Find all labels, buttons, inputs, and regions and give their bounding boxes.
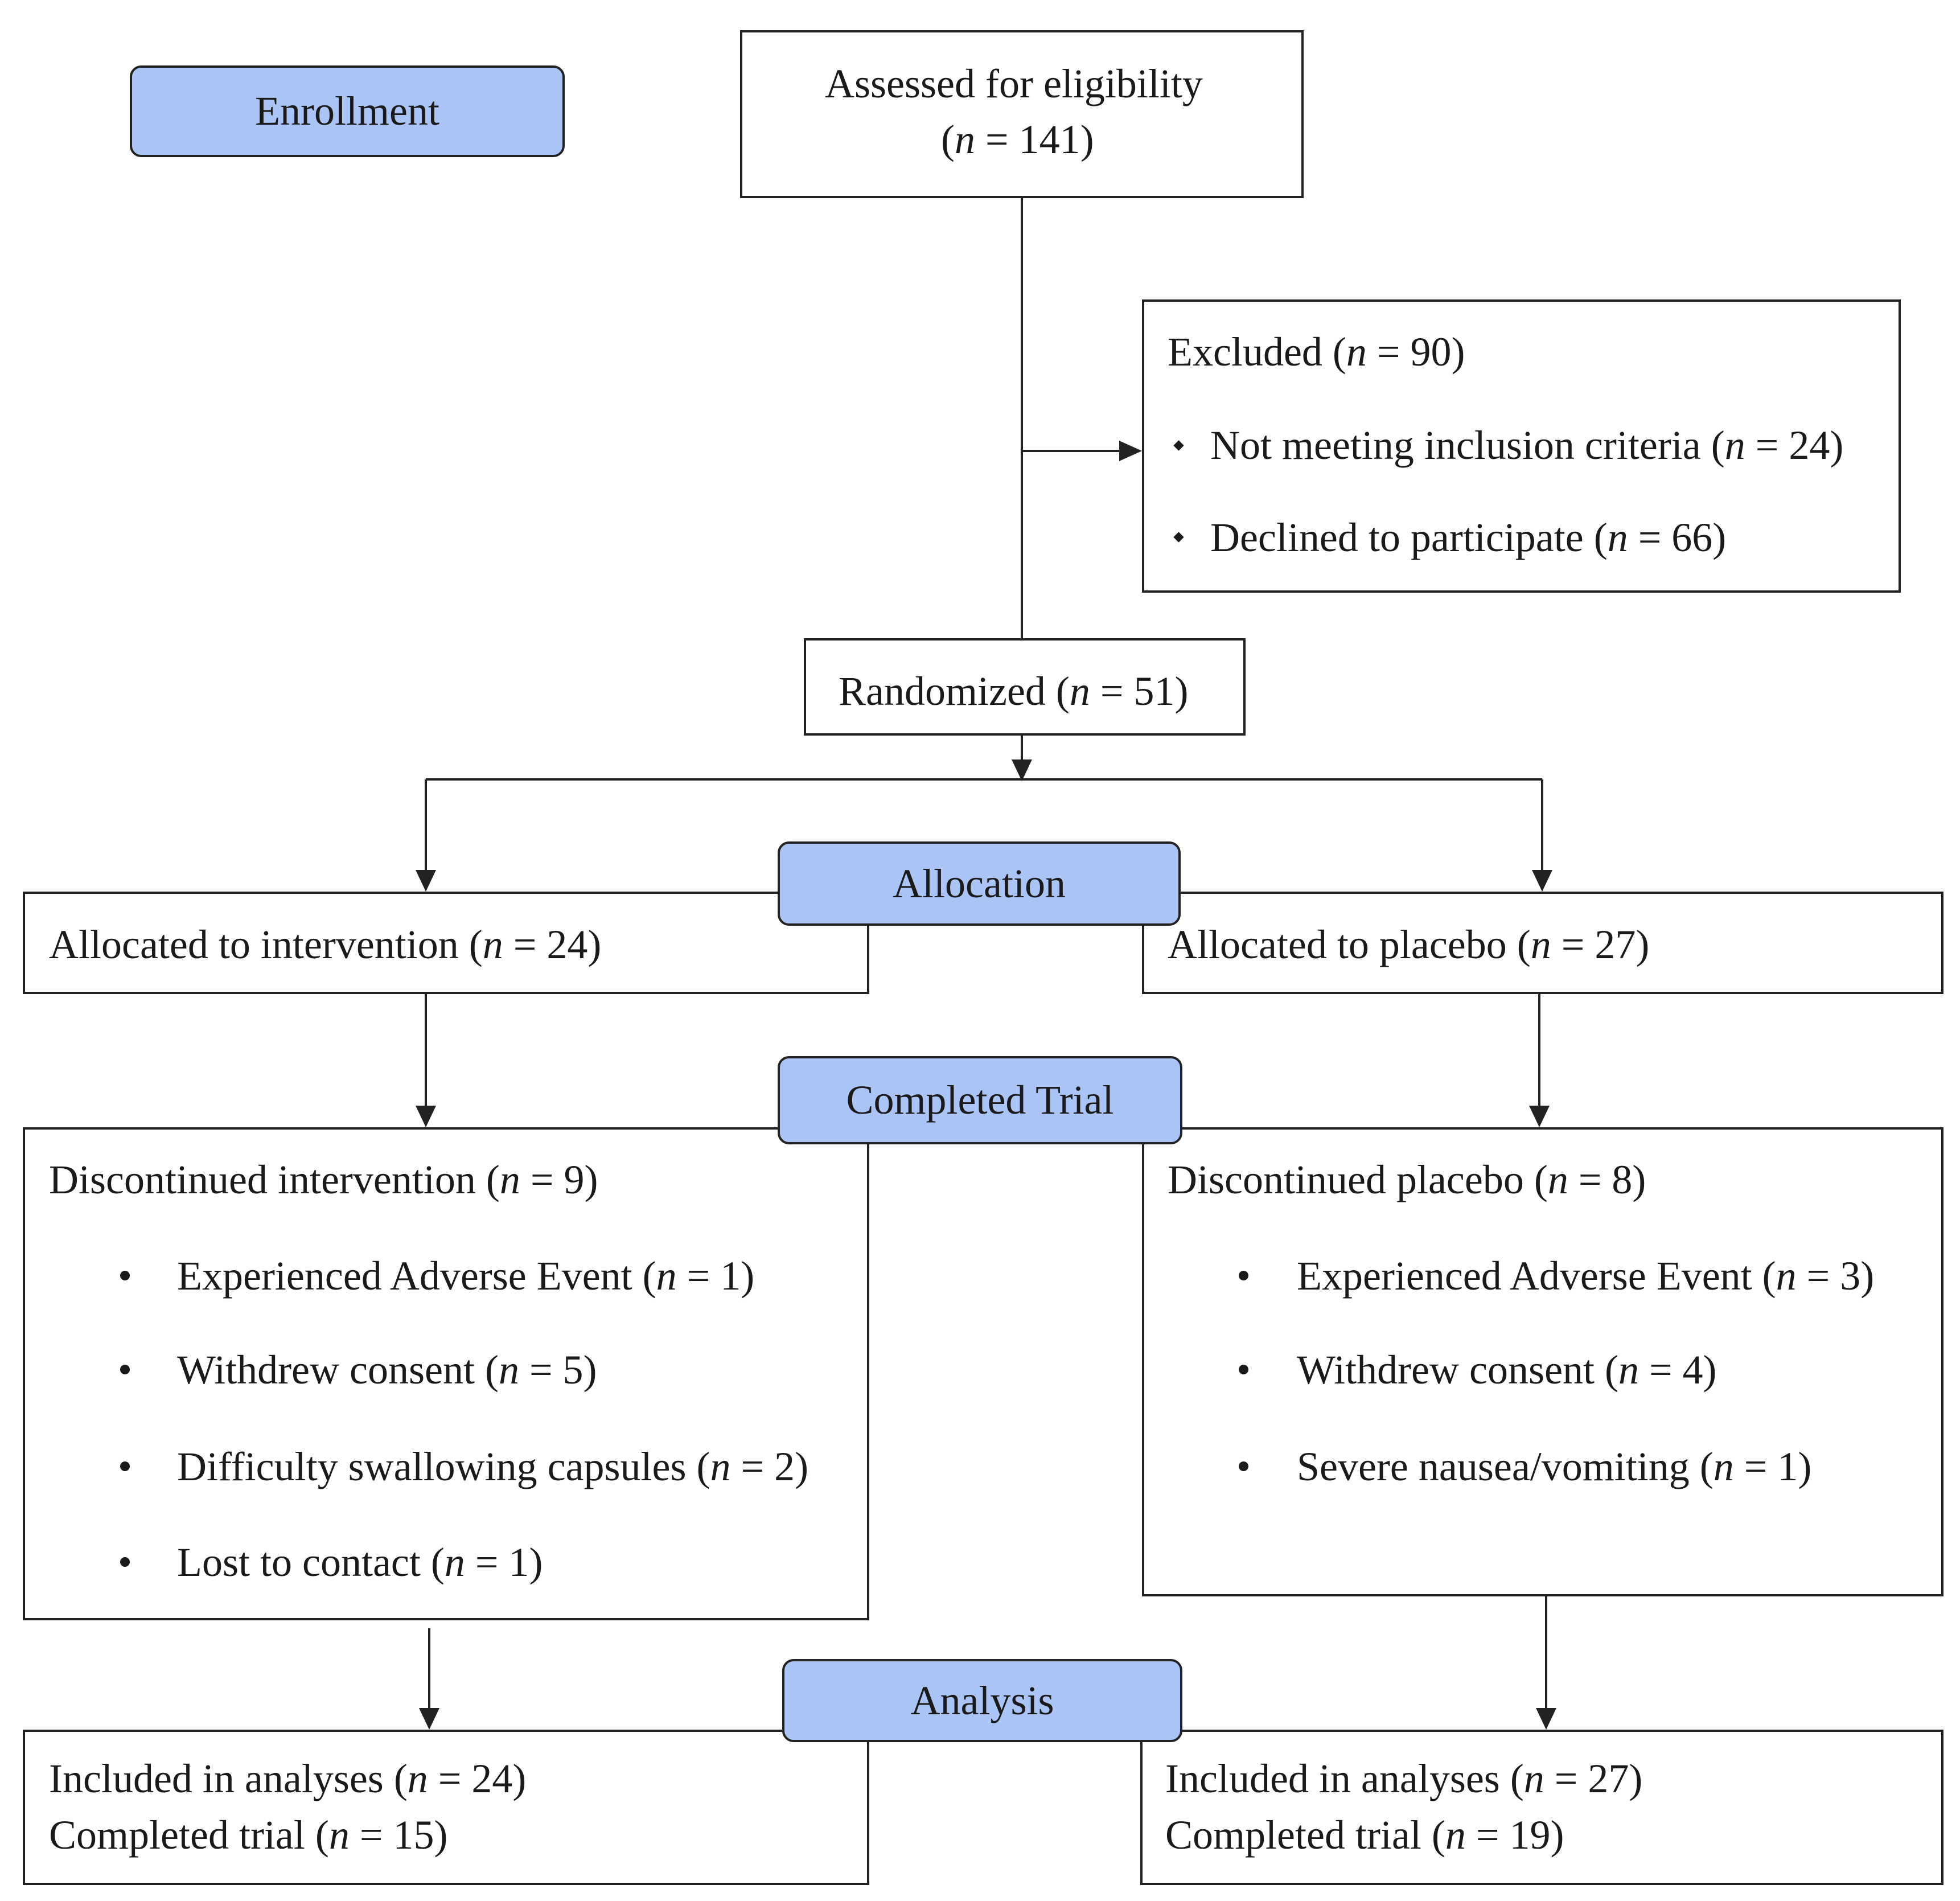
discontinued-placebo-box — [1142, 1127, 1943, 1596]
discontinued-intervention-box — [23, 1127, 869, 1620]
allocated-intervention-label: Allocated to intervention (n = 24) — [49, 922, 602, 967]
bullet-icon — [120, 1365, 130, 1374]
arrowhead-randomized-split — [1012, 759, 1032, 781]
analysis-placebo-included: Included in analyses (n = 27) — [1165, 1756, 1643, 1801]
analysis-placebo-box — [1140, 1730, 1943, 1885]
excluded-heading: Excluded (n = 90) — [1168, 329, 1465, 375]
allocated-placebo-label: Allocated to placebo (n = 27) — [1168, 922, 1650, 967]
discontinued-placebo-item: Experienced Adverse Event (n = 3) — [1297, 1253, 1875, 1299]
arrowhead-left-analysis — [419, 1708, 439, 1730]
analysis-intervention-box — [23, 1730, 869, 1885]
discontinued-placebo-item: Withdrew consent (n = 4) — [1297, 1347, 1717, 1393]
arrowhead-left-completed — [416, 1106, 436, 1127]
stage-label: Completed Trial — [846, 1077, 1114, 1123]
assessed-box — [740, 30, 1304, 198]
discontinued-intervention-item: Difficulty swallowing capsules (n = 2) — [177, 1444, 809, 1489]
excluded-item: Not meeting inclusion criteria (n = 24) — [1210, 422, 1844, 468]
allocated-intervention-box — [23, 892, 869, 994]
stage-allocation: Allocation — [778, 841, 1181, 926]
bullet-icon — [1239, 1365, 1248, 1374]
bullet-icon — [1239, 1271, 1248, 1280]
randomized-label: Randomized (n = 51) — [839, 668, 1189, 714]
arrowhead-left-allocation — [416, 870, 436, 892]
discontinued-intervention-item: Lost to contact (n = 1) — [177, 1539, 543, 1585]
stage-label: Analysis — [910, 1677, 1054, 1723]
bullet-icon — [120, 1271, 130, 1280]
discontinued-intervention-item: Withdrew consent (n = 5) — [177, 1347, 597, 1393]
arrowhead-right-completed — [1529, 1106, 1550, 1127]
assessed-count: (n = 141) — [941, 117, 1094, 162]
analysis-intervention-completed: Completed trial (n = 15) — [49, 1812, 448, 1858]
bullet-icon — [1239, 1461, 1248, 1471]
randomized-box — [804, 638, 1246, 736]
analysis-intervention-included: Included in analyses (n = 24) — [49, 1756, 527, 1801]
discontinued-placebo-heading: Discontinued placebo (n = 8) — [1168, 1157, 1646, 1202]
analysis-placebo-completed: Completed trial (n = 19) — [1165, 1812, 1564, 1858]
arrowhead-right-analysis — [1536, 1708, 1556, 1730]
excluded-item: Declined to participate (n = 66) — [1210, 515, 1727, 560]
arrowhead-excluded — [1119, 441, 1142, 461]
assessed-label: Assessed for eligibility — [825, 61, 1203, 106]
discontinued-intervention-item: Experienced Adverse Event (n = 1) — [177, 1253, 755, 1299]
stage-label: Enrollment — [255, 88, 439, 134]
allocated-placebo-box — [1142, 892, 1943, 994]
discontinued-placebo-item: Severe nausea/vomiting (n = 1) — [1297, 1444, 1812, 1489]
stage-analysis: Analysis — [782, 1659, 1182, 1742]
bullet-icon — [120, 1557, 130, 1567]
stage-label: Allocation — [893, 860, 1066, 906]
arrowhead-right-allocation — [1532, 870, 1552, 892]
stage-completed-trial: Completed Trial — [778, 1056, 1182, 1144]
stage-enrollment: Enrollment — [130, 65, 565, 157]
discontinued-intervention-heading: Discontinued intervention (n = 9) — [49, 1157, 598, 1202]
bullet-icon — [120, 1461, 130, 1471]
excluded-box — [1142, 299, 1901, 593]
